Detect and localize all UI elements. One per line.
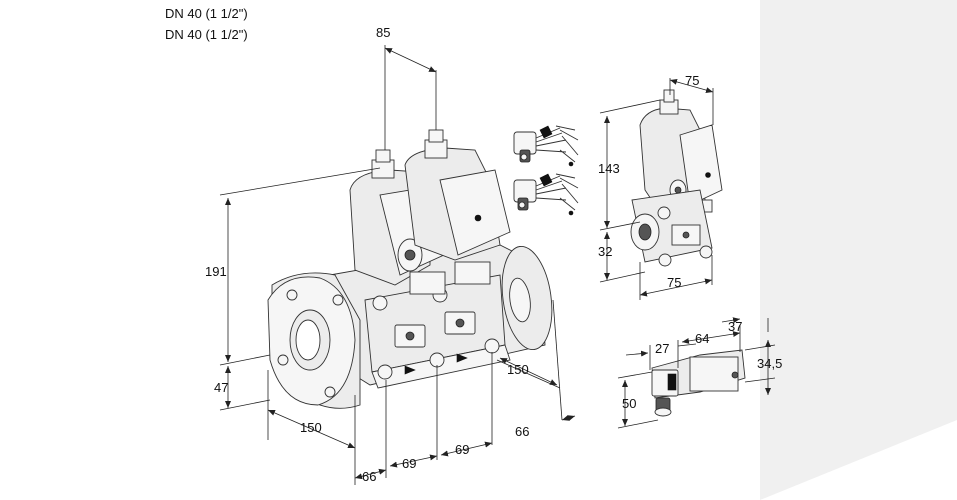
title-line-1: DN 40 (1 1/2") bbox=[165, 6, 248, 21]
dim-label-spacing-b: 69 bbox=[455, 442, 469, 457]
dim-label-switch-b: 64 bbox=[695, 331, 709, 346]
dim-label-switch-d: 34,5 bbox=[757, 356, 782, 371]
actuator-side-view bbox=[630, 89, 723, 267]
pressure-switch-view bbox=[651, 349, 746, 417]
main-dimension-lines bbox=[219, 45, 576, 485]
dim-label-switch-a: 27 bbox=[655, 341, 669, 356]
cable-plug-upper bbox=[513, 125, 579, 167]
dim-label-side-width: 150 bbox=[507, 362, 529, 377]
cable-plug-lower bbox=[513, 173, 579, 216]
dim-label-height-total: 191 bbox=[205, 264, 227, 279]
dim-label-side-depth: 66 bbox=[515, 424, 529, 439]
dim-label-height-lower: 47 bbox=[214, 380, 228, 395]
cable-plugs bbox=[513, 125, 579, 216]
dim-label-actuator-height-top: 143 bbox=[598, 161, 620, 176]
dim-label-actuator-width-bottom: 75 bbox=[667, 275, 681, 290]
dim-label-switch-e: 50 bbox=[622, 396, 636, 411]
double-valve-assembly bbox=[267, 129, 553, 409]
switch-dimension-lines bbox=[617, 317, 776, 429]
dim-label-actuator-width-top: 75 bbox=[685, 73, 699, 88]
dim-label-flange-depth: 66 bbox=[362, 469, 376, 484]
background-panel bbox=[760, 0, 957, 500]
dim-label-spacing-a: 69 bbox=[402, 456, 416, 471]
actuator-dimension-lines bbox=[599, 78, 714, 300]
dim-label-top-width: 85 bbox=[376, 25, 390, 40]
dim-label-switch-c: 37 bbox=[728, 319, 742, 334]
dim-label-flange-width: 150 bbox=[300, 420, 322, 435]
title-line-2: DN 40 (1 1/2") bbox=[165, 27, 248, 42]
dim-label-actuator-height-bottom: 32 bbox=[598, 244, 612, 259]
